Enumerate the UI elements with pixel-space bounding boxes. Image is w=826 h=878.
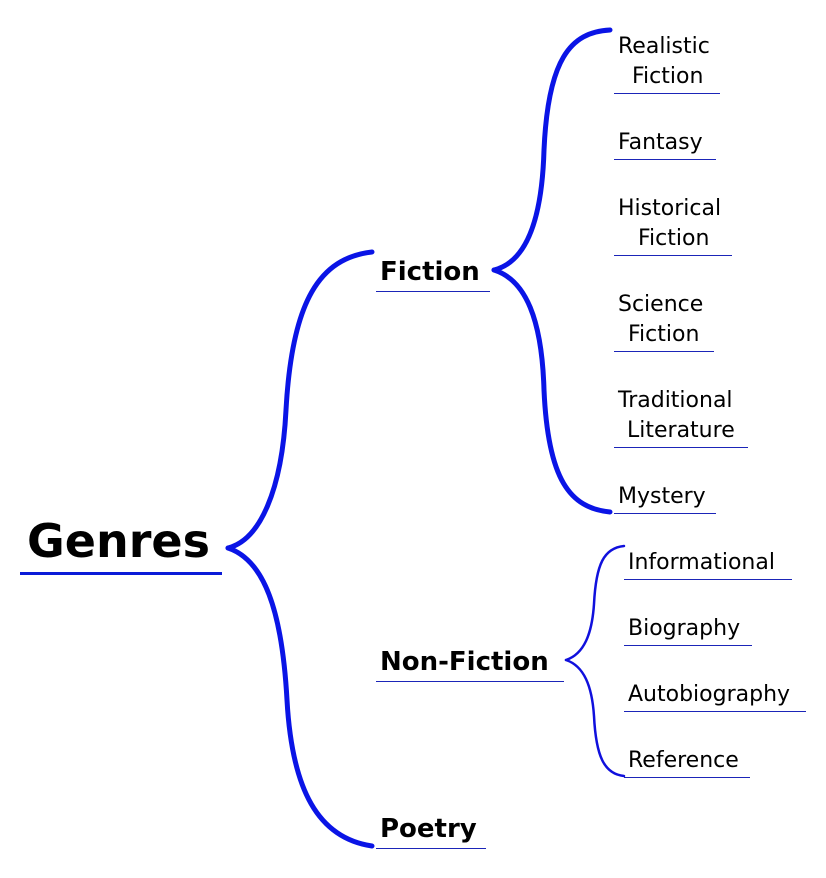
connector-genres-poetry	[225, 545, 375, 849]
connector-fiction-upper	[491, 27, 613, 273]
leaf-fantasy: Fantasy	[614, 128, 716, 160]
leaf-biography-underline	[624, 645, 752, 646]
leaf-autobiography: Autobiography	[624, 680, 806, 712]
leaf-informational-underline	[624, 579, 792, 580]
leaf-reference-label: Reference	[628, 748, 739, 773]
leaf-science-underline	[614, 351, 714, 352]
connector-nonfiction-upper	[564, 544, 626, 662]
branch-poetry: Poetry	[376, 814, 486, 849]
leaf-reference: Reference	[624, 746, 750, 778]
leaf-traditional-line1: Traditional	[618, 388, 733, 413]
leaf-fantasy-label: Fantasy	[618, 130, 703, 155]
leaf-science-line1: Science	[618, 292, 704, 317]
leaf-traditional-line2: Literature	[627, 418, 735, 443]
branch-nonfiction-underline	[376, 681, 564, 682]
leaf-autobiography-underline	[624, 711, 806, 712]
connector-genres-fiction	[225, 249, 375, 551]
connector-fiction-lower	[491, 267, 613, 515]
leaf-realistic-line1: Realistic	[618, 34, 710, 59]
branch-poetry-underline	[376, 848, 486, 849]
leaf-biography: Biography	[624, 614, 752, 646]
leaf-autobiography-label: Autobiography	[628, 682, 791, 707]
leaf-fantasy-underline	[614, 159, 716, 160]
leaf-mystery-underline	[614, 513, 716, 514]
leaf-informational: Informational	[624, 548, 792, 580]
branch-fiction-underline	[376, 291, 490, 292]
leaf-realistic-underline	[614, 93, 720, 94]
leaf-traditional-underline	[614, 447, 748, 448]
root-node-genres: Genres	[20, 514, 222, 575]
leaf-science-line2: Fiction	[628, 322, 700, 347]
branch-nonfiction: Non-Fiction	[376, 647, 564, 682]
leaf-historical-fiction: Historical Fiction	[614, 194, 732, 256]
root-underline	[20, 572, 222, 575]
branch-nonfiction-label: Non-Fiction	[380, 647, 549, 677]
leaf-mystery-label: Mystery	[618, 484, 706, 509]
leaf-mystery: Mystery	[614, 482, 716, 514]
leaf-realistic-line2: Fiction	[632, 64, 704, 89]
root-label: Genres	[27, 514, 210, 568]
leaf-historical-line1: Historical	[618, 196, 722, 221]
leaf-biography-label: Biography	[628, 616, 741, 641]
leaf-informational-label: Informational	[628, 550, 775, 575]
leaf-realistic-fiction: Realistic Fiction	[614, 32, 720, 94]
branch-fiction: Fiction	[376, 257, 490, 292]
branch-fiction-label: Fiction	[380, 257, 480, 287]
leaf-historical-underline	[614, 255, 732, 256]
leaf-traditional-literature: Traditional Literature	[614, 386, 748, 448]
leaf-historical-line2: Fiction	[638, 226, 710, 251]
leaf-reference-underline	[624, 777, 750, 778]
leaf-science-fiction: Science Fiction	[614, 290, 714, 352]
connector-nonfiction-lower	[564, 658, 626, 778]
branch-poetry-label: Poetry	[380, 814, 477, 844]
